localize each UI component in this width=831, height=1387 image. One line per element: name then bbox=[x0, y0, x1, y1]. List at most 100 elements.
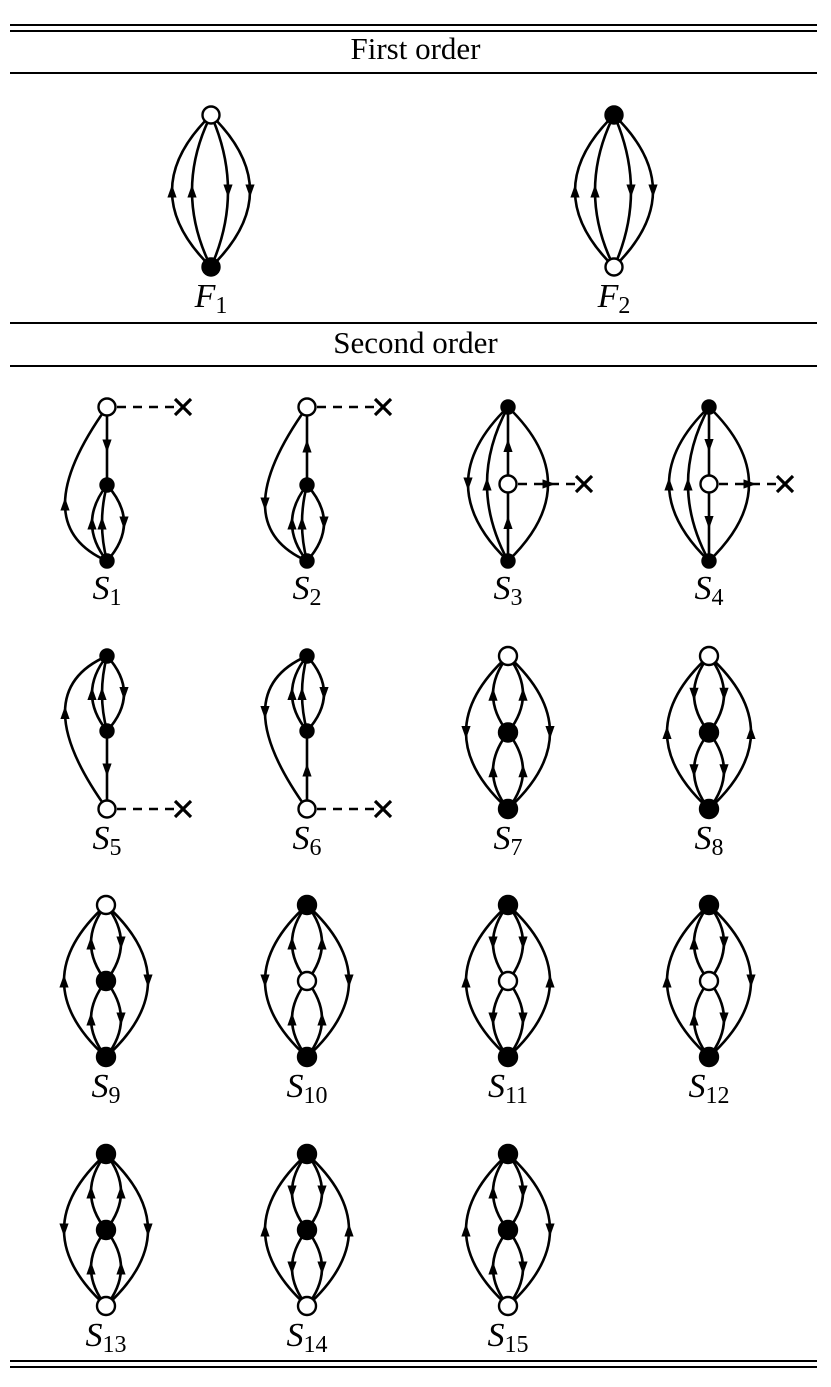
top-vertex bbox=[698, 645, 720, 667]
external-cross bbox=[373, 397, 393, 417]
diagram-label-s14: S14 bbox=[247, 1317, 367, 1364]
middle-vertex bbox=[497, 1219, 519, 1241]
label-letter: S bbox=[487, 1068, 505, 1105]
outer-right-line-arrow bbox=[143, 974, 153, 988]
loop-inner-line-arrow bbox=[297, 687, 307, 700]
lower-lobe-left-line-arrow bbox=[689, 1012, 699, 1026]
label-letter: S bbox=[493, 570, 511, 607]
label-letter: S bbox=[688, 1068, 706, 1105]
outer-right-line-arrow bbox=[545, 1223, 555, 1237]
spine-line-arrow bbox=[302, 439, 312, 453]
lower-lobe-left-line-arrow bbox=[86, 1261, 96, 1275]
lower-spine-line-arrow bbox=[704, 516, 714, 529]
top-vertex bbox=[201, 105, 221, 125]
top-vertex bbox=[296, 894, 318, 916]
top-vertex bbox=[500, 399, 516, 415]
lower-lobe-right-line-arrow bbox=[518, 1261, 528, 1275]
open-vertex bbox=[297, 799, 317, 819]
lower-lobe-right-line-arrow bbox=[719, 764, 729, 778]
diagram-label-f2: F2 bbox=[554, 278, 674, 325]
diagram-label-s5: S5 bbox=[47, 820, 167, 867]
center-vertex bbox=[498, 474, 518, 494]
loop-left-line-arrow bbox=[287, 516, 297, 530]
inner-left-line bbox=[593, 114, 616, 268]
loop-right-line bbox=[106, 484, 126, 562]
middle-vertex bbox=[296, 970, 318, 992]
diagram-s3 bbox=[463, 399, 594, 569]
lower-lobe-right-line-arrow bbox=[317, 1012, 327, 1026]
upper-lobe-left-line-arrow bbox=[488, 687, 498, 701]
label-letter: S bbox=[292, 820, 310, 857]
middle-vertex bbox=[95, 970, 117, 992]
outer-left-line-arrow bbox=[59, 1223, 69, 1237]
loop-right-line-arrow bbox=[119, 516, 129, 530]
loop-inner-line-arrow bbox=[297, 516, 307, 530]
top-vertex bbox=[497, 1143, 519, 1165]
outer-right-line-arrow bbox=[545, 974, 555, 988]
middle-vertex bbox=[95, 1219, 117, 1241]
bottom-vertex bbox=[95, 1046, 117, 1068]
lower-lobe-right-line-arrow bbox=[719, 1012, 729, 1026]
outer-left-line-arrow bbox=[167, 184, 177, 198]
middle-vertex bbox=[497, 970, 519, 992]
middle-vertex bbox=[99, 477, 115, 493]
outer-right-line-arrow bbox=[746, 726, 756, 739]
side-arc-arrow bbox=[260, 497, 270, 511]
label-subscript: 3 bbox=[510, 585, 523, 611]
diagram-s1 bbox=[60, 397, 193, 569]
diagram-s5 bbox=[60, 648, 193, 819]
label-subscript: 13 bbox=[102, 1332, 127, 1358]
end-vertex bbox=[99, 553, 115, 569]
loop-right-line bbox=[306, 655, 326, 732]
top-vertex bbox=[95, 1143, 117, 1165]
label-subscript: 1 bbox=[109, 585, 122, 611]
inner-left-line-arrow bbox=[187, 184, 197, 198]
open-vertex bbox=[97, 799, 117, 819]
outer-left-line-arrow bbox=[461, 1223, 471, 1237]
diagram-label-s4: S4 bbox=[649, 570, 769, 617]
diagram-label-s10: S10 bbox=[247, 1068, 367, 1115]
diagram-label-s3: S3 bbox=[448, 570, 568, 617]
upper-lobe-left-line-arrow bbox=[488, 1185, 498, 1199]
loop-left-line-arrow bbox=[87, 516, 97, 530]
outer-right-line-arrow bbox=[746, 974, 756, 988]
side-arc-arrow bbox=[260, 706, 270, 719]
side-arc-arrow bbox=[60, 497, 70, 511]
outer-right-line-arrow bbox=[545, 726, 555, 739]
label-subscript: 5 bbox=[109, 835, 122, 861]
spine-line-arrow bbox=[302, 763, 312, 777]
bottom-vertex bbox=[698, 1046, 720, 1068]
lower-lobe-left-line-arrow bbox=[287, 1012, 297, 1026]
inner-left-line-arrow bbox=[683, 477, 693, 491]
label-letter: F bbox=[597, 278, 619, 315]
external-dashed-line-arrow bbox=[542, 479, 556, 489]
top-vertex bbox=[95, 894, 117, 916]
upper-lobe-left-line-arrow bbox=[86, 936, 96, 950]
diagram-f2 bbox=[570, 105, 658, 277]
middle-vertex bbox=[299, 723, 315, 739]
diagram-label-s15: S15 bbox=[448, 1317, 568, 1364]
diagram-s12 bbox=[662, 894, 756, 1068]
label-subscript: 15 bbox=[504, 1332, 529, 1358]
diagram-label-s11: S11 bbox=[448, 1068, 568, 1115]
lower-lobe-right-line-arrow bbox=[116, 1012, 126, 1026]
label-subscript: 1 bbox=[215, 293, 228, 319]
outer-left-line-arrow bbox=[59, 974, 69, 988]
bottom-rule-1 bbox=[10, 1360, 817, 1362]
external-dashed-line-arrow bbox=[743, 479, 757, 489]
label-letter: S bbox=[92, 570, 110, 607]
upper-lobe-right-line-arrow bbox=[518, 687, 528, 701]
upper-spine-line-arrow bbox=[704, 439, 714, 452]
diagram-s7 bbox=[461, 645, 555, 820]
diagram-s9 bbox=[59, 894, 153, 1068]
outer-left-line-arrow bbox=[461, 726, 471, 739]
lower-lobe-right-line-arrow bbox=[518, 1012, 528, 1026]
label-subscript: 4 bbox=[711, 585, 724, 611]
upper-lobe-right-line-arrow bbox=[116, 1185, 126, 1199]
second-order-rule-top bbox=[10, 322, 817, 324]
diagram-s15 bbox=[461, 1143, 555, 1317]
label-letter: S bbox=[92, 820, 110, 857]
outer-left-line-arrow bbox=[664, 477, 674, 491]
outer-right-line bbox=[210, 114, 252, 268]
second-order-heading: Second order bbox=[333, 325, 498, 360]
